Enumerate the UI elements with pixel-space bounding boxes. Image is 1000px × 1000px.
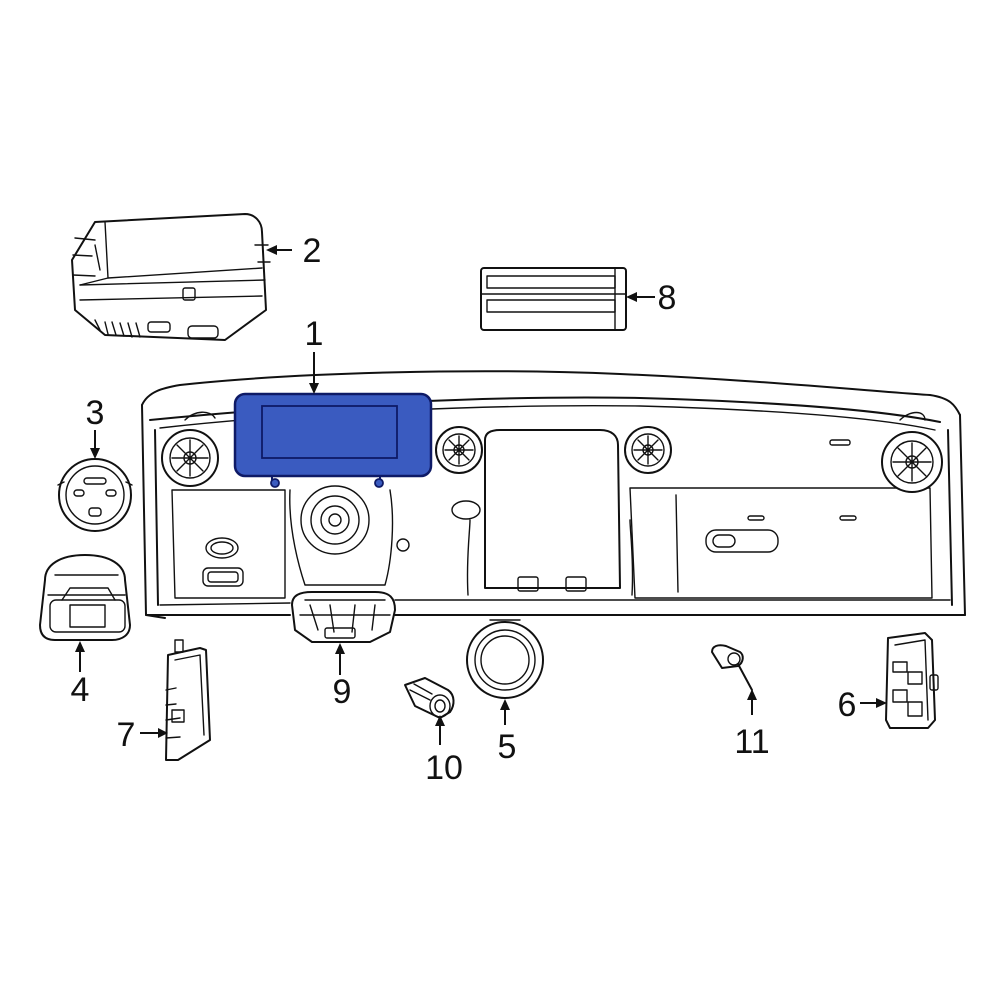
callout-5: 5	[498, 728, 517, 766]
leader-lines	[75, 245, 887, 745]
callout-9: 9	[333, 673, 352, 711]
vent-right-outer	[881, 431, 943, 493]
callout-labels: 1 2 3 4 5 6 7 8 9 10 11	[71, 232, 857, 787]
callout-6: 6	[838, 686, 857, 724]
display-screen-highlight	[233, 392, 433, 478]
part-11-sensor	[711, 644, 753, 691]
dashboard-assembly	[141, 370, 966, 619]
callout-11: 11	[734, 723, 769, 761]
part-10-sensor	[404, 677, 455, 719]
part-7-module	[165, 639, 211, 761]
part-3-switch	[57, 458, 133, 532]
part-2-module	[71, 213, 271, 341]
callout-10: 10	[425, 749, 463, 787]
part-9-switch	[291, 591, 396, 643]
callout-4: 4	[71, 671, 90, 709]
vent-left-outer	[161, 429, 219, 487]
vent-center-left	[435, 426, 483, 474]
part-8-panel	[480, 267, 627, 331]
callout-7: 7	[117, 716, 136, 754]
part-6-module	[885, 632, 939, 729]
callout-3: 3	[86, 394, 105, 432]
callout-2: 2	[303, 232, 322, 270]
callout-1: 1	[305, 315, 324, 353]
part-5-knob	[466, 614, 544, 699]
part-4-bezel	[39, 554, 131, 641]
part-1-display	[233, 392, 433, 488]
vent-center-right	[624, 426, 672, 474]
callout-8: 8	[658, 279, 677, 317]
